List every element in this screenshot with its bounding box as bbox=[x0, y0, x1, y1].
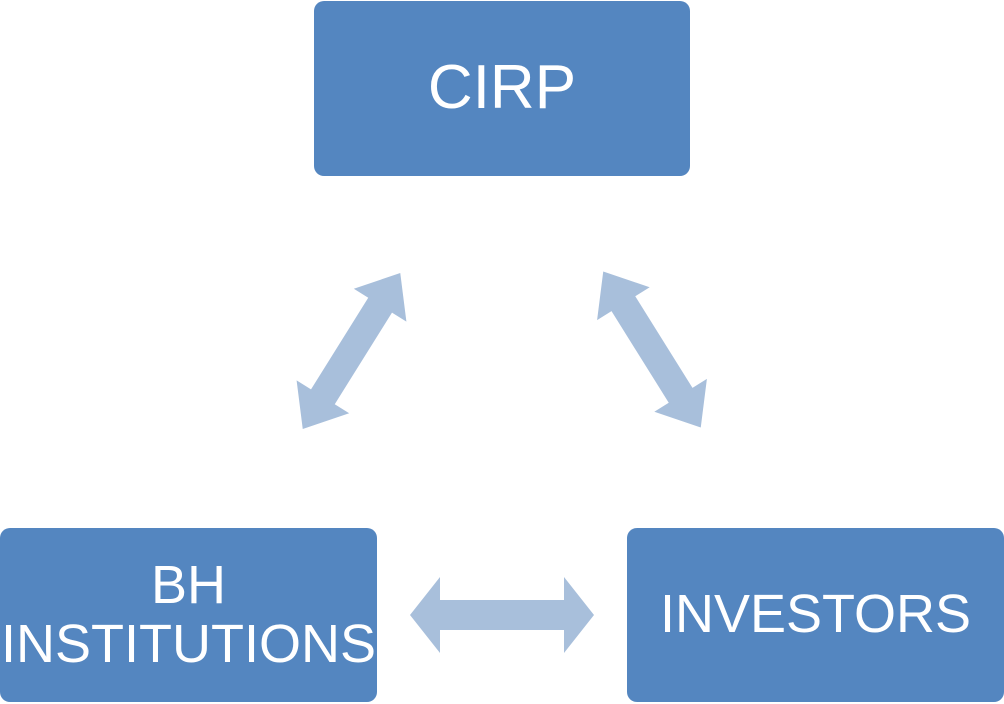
bh-institutions-box: BH INSTITUTIONS bbox=[0, 528, 377, 702]
bh-label-line1: BH bbox=[150, 554, 226, 615]
cirp-box: CIRP bbox=[314, 1, 690, 176]
arrow-cirp-investors bbox=[597, 271, 707, 428]
investors-box: INVESTORS bbox=[627, 528, 1004, 702]
investors-label: INVESTORS bbox=[659, 584, 972, 645]
cirp-label: CIRP bbox=[427, 53, 577, 123]
arrow-bh-investors bbox=[410, 577, 594, 653]
arrow-bh-cirp bbox=[296, 272, 407, 430]
bh-label-line2: INSTITUTIONS bbox=[1, 614, 376, 674]
